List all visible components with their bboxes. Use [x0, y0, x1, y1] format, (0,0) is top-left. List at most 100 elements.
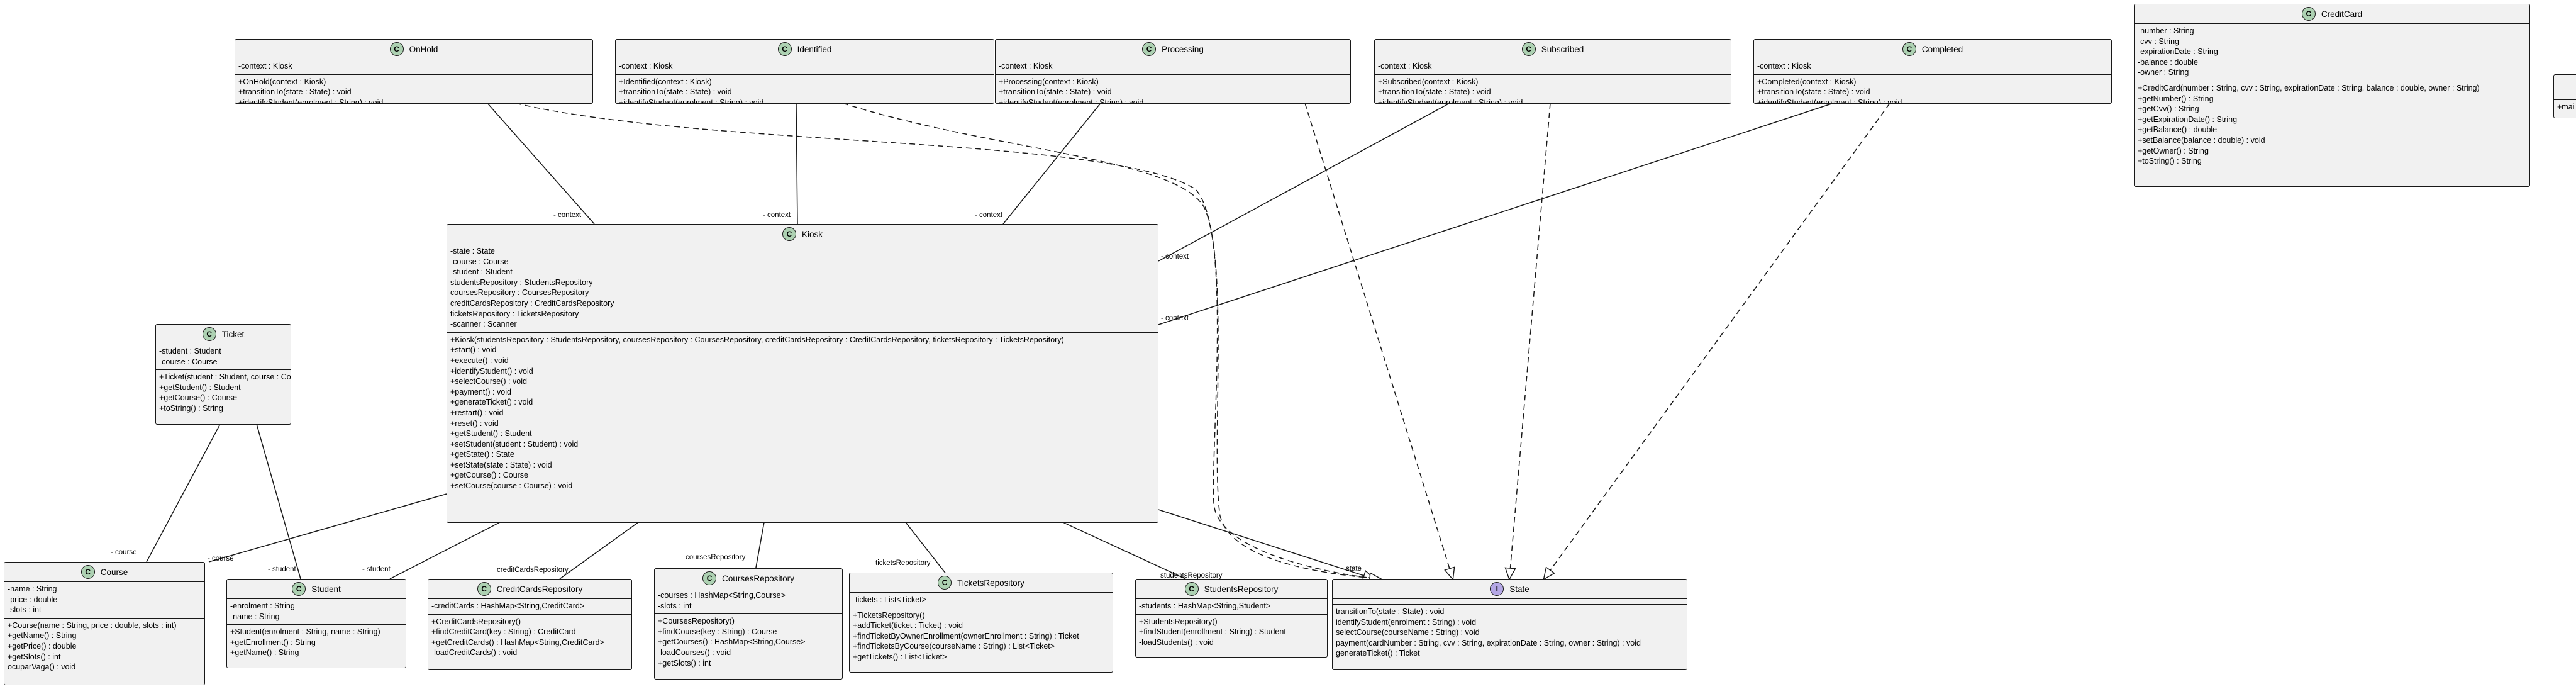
member-row: -context : Kiosk — [1378, 62, 1432, 70]
edge-label-kiosk-courses: coursesRepository — [686, 554, 746, 561]
methods-section: +TicketsRepository()+addTicket(ticket : … — [850, 607, 1113, 665]
member-row: +restart() : void — [450, 408, 504, 417]
class-partial-offscreen[interactable]: +mai — [2553, 74, 2576, 118]
class-name: Identified — [797, 44, 832, 54]
member-row: +getSlots() : int — [8, 652, 61, 661]
member-row: -name : String — [8, 585, 57, 593]
edge-kiosk-courses — [754, 522, 765, 575]
attributes-section: -context : Kiosk — [616, 59, 994, 74]
member-row: -number : String — [2138, 26, 2194, 35]
member-row: -owner : String — [2138, 68, 2189, 77]
class-name: Course — [100, 567, 128, 577]
member-row: +getBalance() : double — [2138, 125, 2218, 135]
class-icon: C — [389, 42, 404, 56]
member-row: +Identified(context : Kiosk) — [619, 77, 712, 86]
member-row: +TicketsRepository() — [853, 610, 925, 620]
member-row: -slots : int — [8, 605, 42, 615]
edge-label-onhold-context: - context — [553, 211, 582, 219]
member-row: +reset() : void — [450, 418, 499, 428]
member-row: +CreditCard(number : String, cvv : Strin… — [2138, 83, 2480, 92]
member-row: generateTicket() : Ticket — [1336, 649, 1420, 658]
attributes-section: -enrolment : String-name : String — [227, 599, 406, 624]
member-row: -name : String — [230, 612, 280, 621]
member-row: +setBalance(balance : double) : void — [2138, 135, 2265, 145]
edge-label-kiosk-state: - state — [1341, 565, 1362, 573]
edge-kiosk-tickets — [905, 522, 947, 575]
edge-label-ticket-course: - course — [111, 549, 137, 556]
member-row: +getCourses() : HashMap<String,Course> — [658, 637, 806, 647]
member-row: +Course(name : String, price : double, s… — [8, 620, 177, 630]
class-icon: C — [1902, 42, 1916, 56]
edge-label-kiosk-students: studentsRepository — [1160, 572, 1223, 580]
member-row: +findCourse(key : String) : Course — [658, 627, 777, 636]
class-name: Kiosk — [801, 229, 823, 239]
member-row: payment(cardNumber : String, cvv : Strin… — [1336, 638, 1641, 647]
attributes-section — [1333, 599, 1687, 604]
class-completed[interactable]: C Completed -context : Kiosk +Completed(c… — [1753, 39, 2112, 104]
class-name: CreditCardsRepository — [496, 584, 583, 594]
member-row: +toString() : String — [2138, 157, 2202, 166]
methods-section: +Ticket(student : Student, course : Cour… — [156, 369, 291, 416]
member-row: -course : Course — [159, 357, 218, 366]
member-row: +transitionTo(state : State) : void — [1378, 87, 1491, 97]
member-row: +getPrice() : double — [8, 641, 77, 651]
member-row: +start() : void — [450, 345, 497, 355]
class-icon: C — [1521, 42, 1536, 56]
member-row: +findStudent(enrollment : String) : Stud… — [1139, 627, 1286, 637]
member-row: +transitionTo(state : State) : void — [619, 87, 732, 97]
edge-processing-kiosk — [1002, 103, 1101, 225]
member-row: +getSlots() : int — [658, 658, 711, 668]
class-icon: C — [292, 582, 306, 596]
member-row: -scanner : Scanner — [450, 320, 517, 329]
class-name: Completed — [1921, 44, 1963, 54]
interface-icon: I — [1490, 582, 1504, 596]
member-row: +transitionTo(state : State) : void — [999, 87, 1112, 97]
member-row: +getState() : State — [450, 450, 514, 459]
member-row: -loadCreditCards() : void — [431, 648, 518, 658]
edge-ticket-student — [256, 423, 301, 580]
member-row: +identifyStudent() : void — [450, 366, 533, 376]
class-name: TicketsRepository — [957, 578, 1024, 588]
class-icon: C — [202, 327, 216, 341]
edge-kiosk-students — [1062, 522, 1186, 580]
member-row: +Kiosk(studentsRepository : StudentsRepo… — [450, 335, 1064, 344]
methods-section: +CreditCard(number : String, cvv : Strin… — [2135, 80, 2529, 169]
attributes-section: -context : Kiosk — [996, 59, 1350, 74]
attributes-section: -context : Kiosk — [1754, 59, 2111, 74]
attributes-section: -context : Kiosk — [1375, 59, 1731, 74]
member-row: +findTicketByOwnerEnrollment(ownerEnroll… — [853, 631, 1079, 641]
member-row: +Completed(context : Kiosk) — [1757, 77, 1857, 86]
member-row: -course : Course — [450, 257, 509, 266]
methods-section: +StudentsRepository()+findStudent(enroll… — [1136, 613, 1327, 651]
class-icon: C — [2301, 7, 2316, 21]
member-row: -courses : HashMap<String,Course> — [658, 591, 786, 600]
member-row: transitionTo(state : State) : void — [1336, 607, 1445, 616]
member-row: +identifyStudent(enrolment : String) : v… — [1378, 98, 1523, 104]
member-row: -slots : int — [658, 601, 692, 610]
member-row: -tickets : List<Ticket> — [853, 595, 926, 604]
class-icon: C — [1184, 582, 1199, 596]
member-row: +StudentsRepository() — [1139, 617, 1218, 626]
member-row: +identifyStudent(enrolment : String) : v… — [1757, 98, 1902, 104]
member-row: ticketsRepository : TicketsRepository — [450, 309, 579, 318]
member-row: -student : Student — [159, 347, 221, 356]
attributes-section: -state : State-course : Course-student :… — [447, 244, 1158, 332]
member-row: +CoursesRepository() — [658, 617, 735, 626]
member-row: coursesRepository : CoursesRepository — [450, 288, 589, 298]
